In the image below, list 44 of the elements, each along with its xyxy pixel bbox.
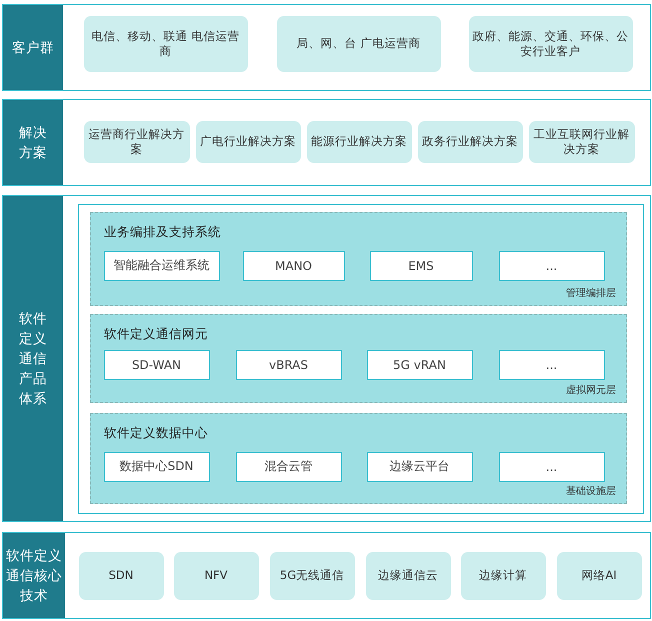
inner-frame [78, 204, 644, 514]
item-box: 5G vRAN [366, 350, 472, 380]
item-box: EMS [370, 250, 472, 280]
item-box: 边缘云平台 [366, 452, 472, 482]
panel-title: 软件定义通信网元 [104, 326, 208, 343]
layer-label: 管理编排层 [566, 286, 616, 300]
item-box: 政府、能源、交通、环保、公安行业客户 [468, 16, 632, 72]
layer-band [2, 99, 651, 186]
layer-band [2, 195, 651, 522]
item-box: ... [498, 250, 604, 280]
item-box: 边缘计算 [460, 552, 546, 600]
item-box: 混合云管 [236, 452, 342, 482]
item-box: 边缘通信云 [366, 552, 450, 600]
item-box: 广电行业解决方案 [196, 120, 300, 162]
panel-title: 软件定义数据中心 [104, 425, 208, 442]
item-box: NFV [174, 552, 258, 600]
item-box: 能源行业解决方案 [306, 120, 412, 162]
item-box: 电信、移动、联通 电信运营商 [84, 16, 248, 72]
layer-heading: 解决方案 [3, 100, 63, 185]
layer-panel [90, 212, 627, 306]
item-box: MANO [242, 250, 344, 280]
item-box: 运营商行业解决方案 [84, 120, 190, 162]
item-box: SDN [78, 552, 164, 600]
item-box: 政务行业解决方案 [418, 120, 522, 162]
layer-band [2, 532, 651, 619]
item-box: 局、网、台 广电运营商 [276, 16, 440, 72]
layer-panel [90, 314, 627, 403]
item-box: 工业互联网行业解决方案 [528, 120, 634, 162]
item-box: ... [498, 350, 604, 380]
layer-heading: 软件定义通信产品体系 [3, 196, 63, 521]
panel-title: 业务编排及支持系统 [104, 224, 221, 241]
layer-panel [90, 413, 627, 504]
layer-heading: 客户群 [3, 5, 63, 90]
layer-label: 基础设施层 [566, 484, 616, 498]
item-box: 智能融合运维系统 [104, 250, 220, 280]
item-box: ... [498, 452, 604, 482]
layer-heading: 软件定义通信核心技术 [3, 533, 65, 618]
item-box: SD-WAN [104, 350, 210, 380]
item-box: 网络AI [556, 552, 642, 600]
layer-label: 虚拟网元层 [566, 384, 616, 397]
layer-band [2, 4, 651, 91]
item-box: 数据中心SDN [104, 452, 210, 482]
item-box: vBRAS [236, 350, 342, 380]
item-box: 5G无线通信 [270, 552, 354, 600]
